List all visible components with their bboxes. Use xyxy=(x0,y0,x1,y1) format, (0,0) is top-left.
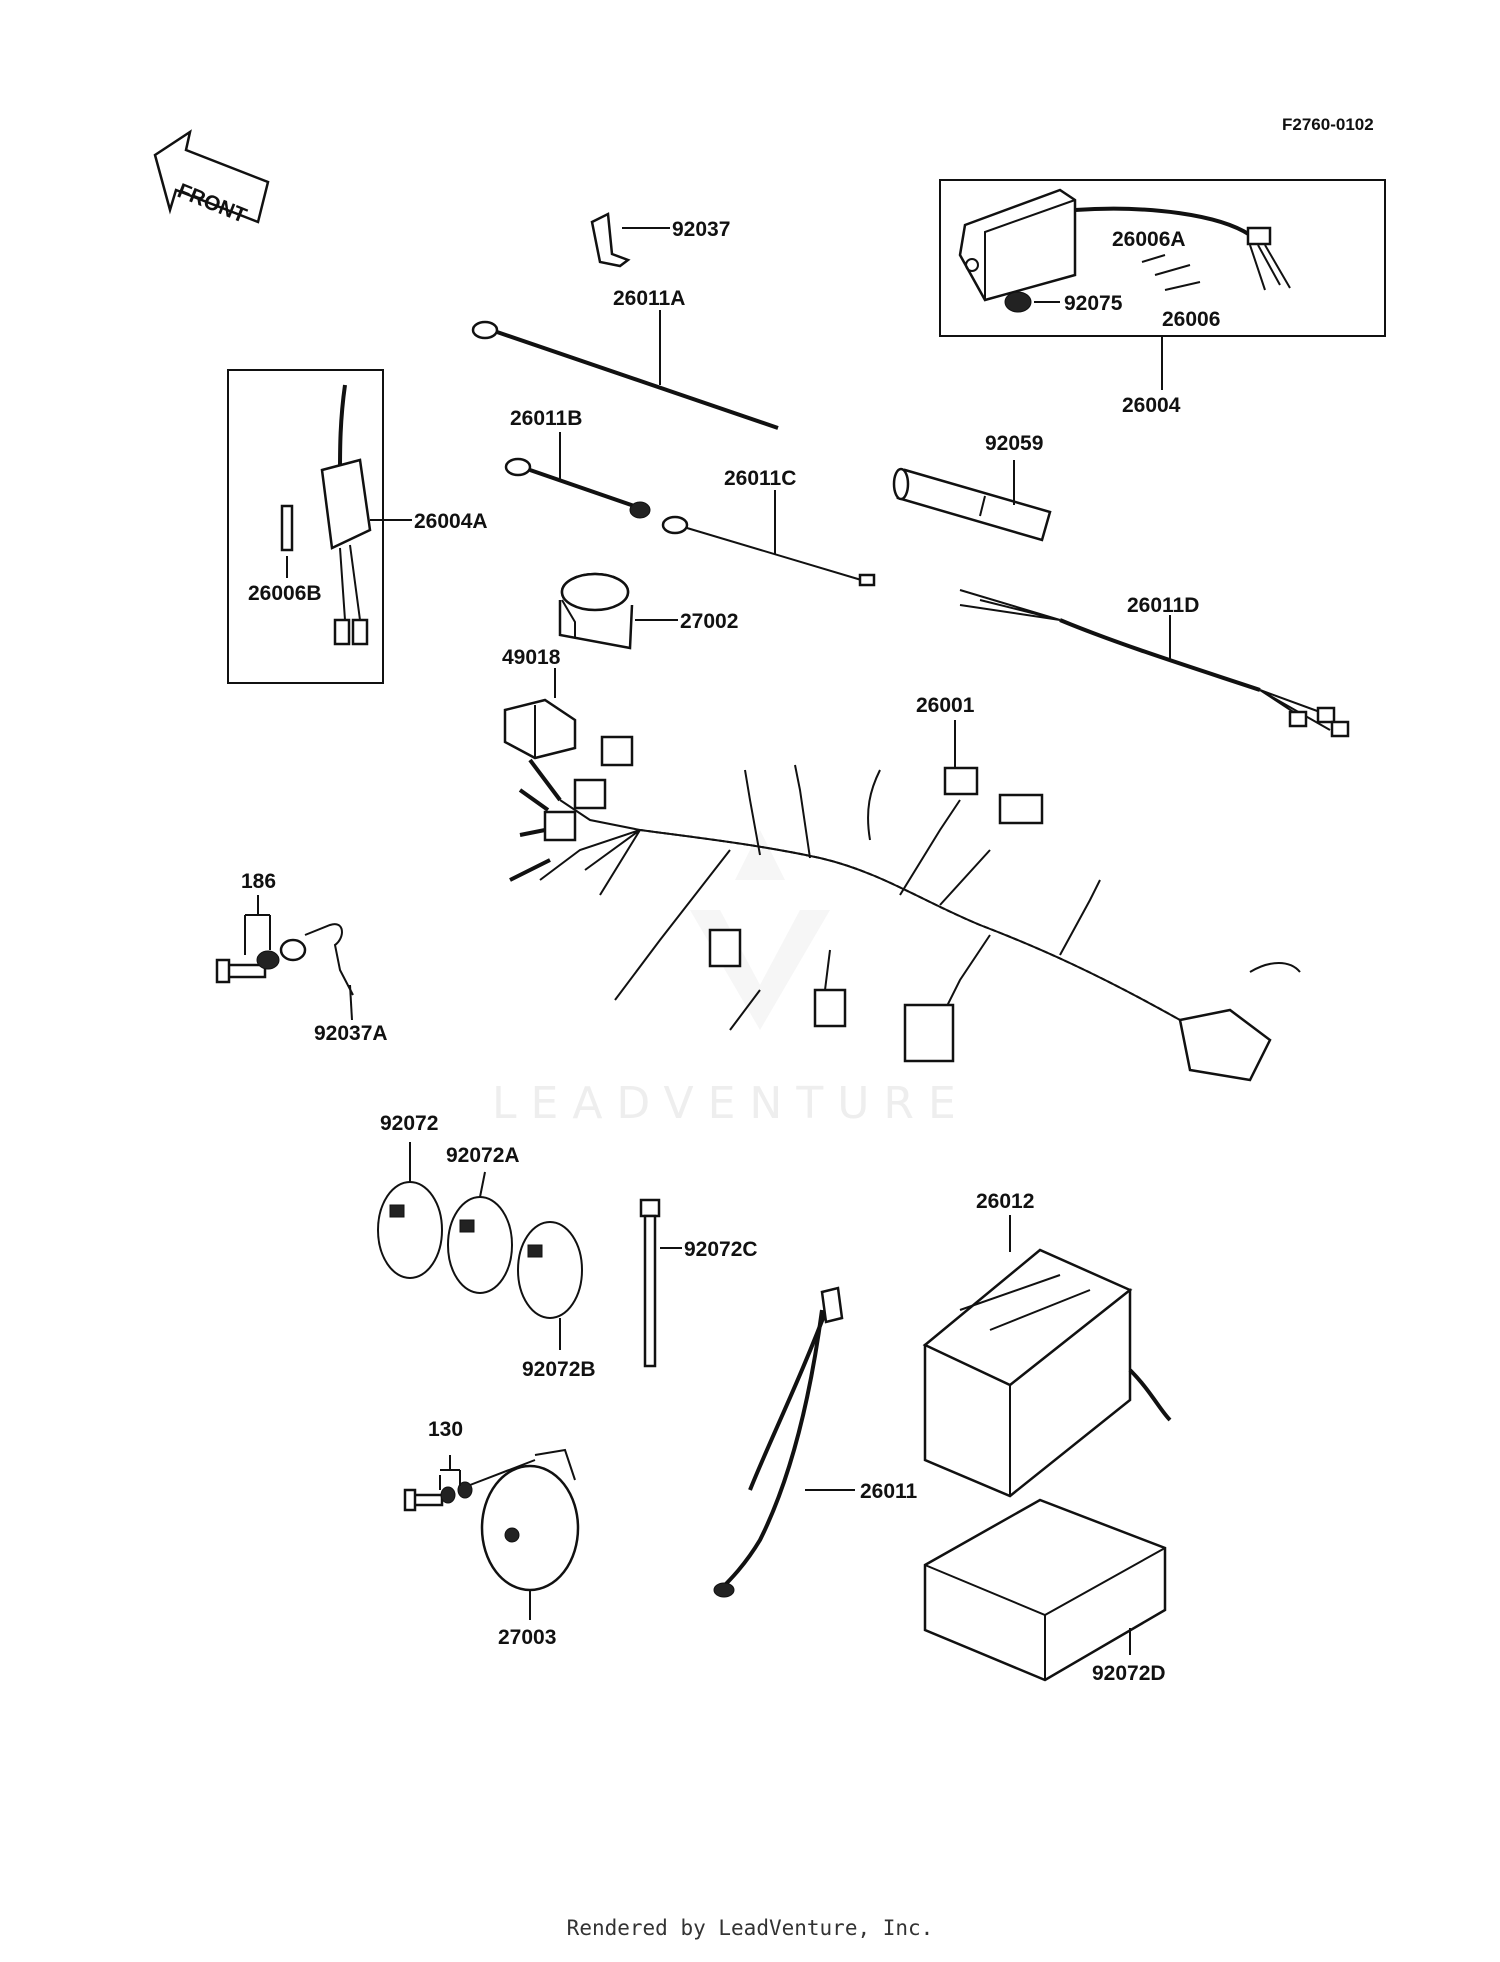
part-27002-relay xyxy=(558,572,678,650)
part-26012-battery xyxy=(922,1215,1172,1498)
callout-92072: 92072 xyxy=(380,1112,438,1135)
callout-26011: 26011 xyxy=(860,1480,918,1503)
callout-92037A: 92037A xyxy=(314,1022,388,1045)
callout-26004A: 26004A xyxy=(414,510,488,533)
callout-92059: 92059 xyxy=(985,432,1043,455)
part-26011A-cable xyxy=(471,310,779,430)
part-26004-regulator-box xyxy=(939,179,1386,390)
footer-credit: Rendered by LeadVenture, Inc. xyxy=(566,1916,934,1940)
callout-130: 130 xyxy=(428,1418,463,1441)
part-26011B-cable xyxy=(504,432,651,519)
part-26001-main-harness xyxy=(509,720,1301,1082)
callout-26011D: 26011D xyxy=(1127,594,1199,617)
callout-26011B: 26011B xyxy=(510,407,582,430)
callout-92072B: 92072B xyxy=(522,1358,596,1381)
callout-92072D: 92072D xyxy=(1092,1662,1166,1685)
callout-26011A: 26011A xyxy=(613,287,685,310)
callout-26006A: 26006A xyxy=(1112,228,1186,251)
callout-186: 186 xyxy=(241,870,276,893)
callout-26006: 26006 xyxy=(1162,308,1220,331)
diagram-code: F2760-0102 xyxy=(1282,115,1374,134)
callout-26001: 26001 xyxy=(916,694,975,717)
callout-26012: 26012 xyxy=(976,1190,1034,1213)
callout-27003: 27003 xyxy=(498,1626,556,1649)
part-186-bolt-92037A-bracket xyxy=(215,895,354,1021)
part-130-bolt-27003-horn xyxy=(403,1448,580,1620)
callout-92072C: 92072C xyxy=(684,1238,758,1261)
part-92072C-strap xyxy=(639,1198,682,1368)
part-26011-cable xyxy=(713,1286,855,1598)
part-92072-bands xyxy=(377,1142,583,1350)
part-92059-tube xyxy=(892,460,1052,542)
callout-92075: 92075 xyxy=(1064,292,1123,315)
callout-26011C: 26011C xyxy=(724,467,796,490)
callout-49018: 49018 xyxy=(502,646,561,669)
callout-27002: 27002 xyxy=(680,610,738,633)
watermark-text: LEADVENTURE xyxy=(492,1078,970,1129)
part-92037-clip xyxy=(590,212,670,268)
callout-26006B: 26006B xyxy=(248,582,322,605)
front-arrow-icon: FRONT xyxy=(153,129,270,228)
part-26004A-box xyxy=(227,369,412,684)
part-92072D-tray xyxy=(923,1498,1167,1682)
callout-26004: 26004 xyxy=(1122,394,1181,417)
part-26011C-cable xyxy=(661,490,876,587)
part-49018-connector xyxy=(503,668,577,760)
callout-92037: 92037 xyxy=(672,218,730,241)
part-26011D-harness xyxy=(959,589,1350,738)
callout-92072A: 92072A xyxy=(446,1144,520,1167)
